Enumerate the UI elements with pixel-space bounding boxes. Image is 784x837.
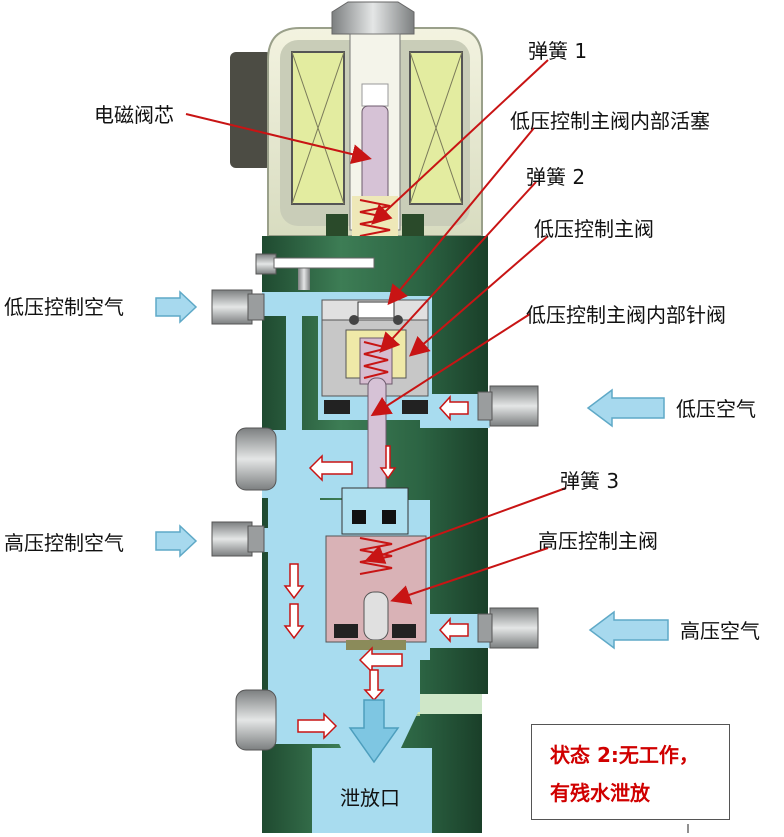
lp-needle-rod xyxy=(367,377,387,501)
outlet-flow-arrow xyxy=(348,699,400,764)
status-line-1: 状态 2:无工作， xyxy=(550,743,699,767)
label-outlet: 泄放口 xyxy=(340,786,400,810)
leader-lines xyxy=(185,59,567,605)
status-box: 状态 2:无工作， 有残水泄放 xyxy=(531,724,730,820)
status-line-2: 有残水泄放 xyxy=(550,781,650,805)
fittings xyxy=(211,289,539,751)
label-lp-piston: 低压控制主阀内部活塞 xyxy=(510,109,710,133)
label-lp-control-air: 低压控制空气 xyxy=(4,295,124,319)
internal-flow-arrows xyxy=(283,395,469,740)
top-nut xyxy=(331,1,415,35)
label-spring-2: 弹簧 2 xyxy=(526,165,586,189)
label-lp-main-valve: 低压控制主阀 xyxy=(534,217,654,241)
label-hp-air: 高压空气 xyxy=(680,619,760,643)
hp-valve-stem xyxy=(363,591,389,641)
connector-housing xyxy=(230,52,272,168)
label-solenoid-core: 电磁阀芯 xyxy=(94,103,174,127)
label-spring-1: 弹簧 1 xyxy=(528,39,588,63)
label-lp-air: 低压空气 xyxy=(676,397,756,421)
label-hp-control-air: 高压控制空气 xyxy=(4,531,124,555)
spring-3 xyxy=(359,537,393,575)
label-hp-main-valve: 高压控制主阀 xyxy=(538,529,658,553)
external-arrows xyxy=(155,290,669,650)
label-spring-3: 弹簧 3 xyxy=(560,469,620,493)
label-lp-needle-valve: 低压控制主阀内部针阀 xyxy=(526,303,726,327)
